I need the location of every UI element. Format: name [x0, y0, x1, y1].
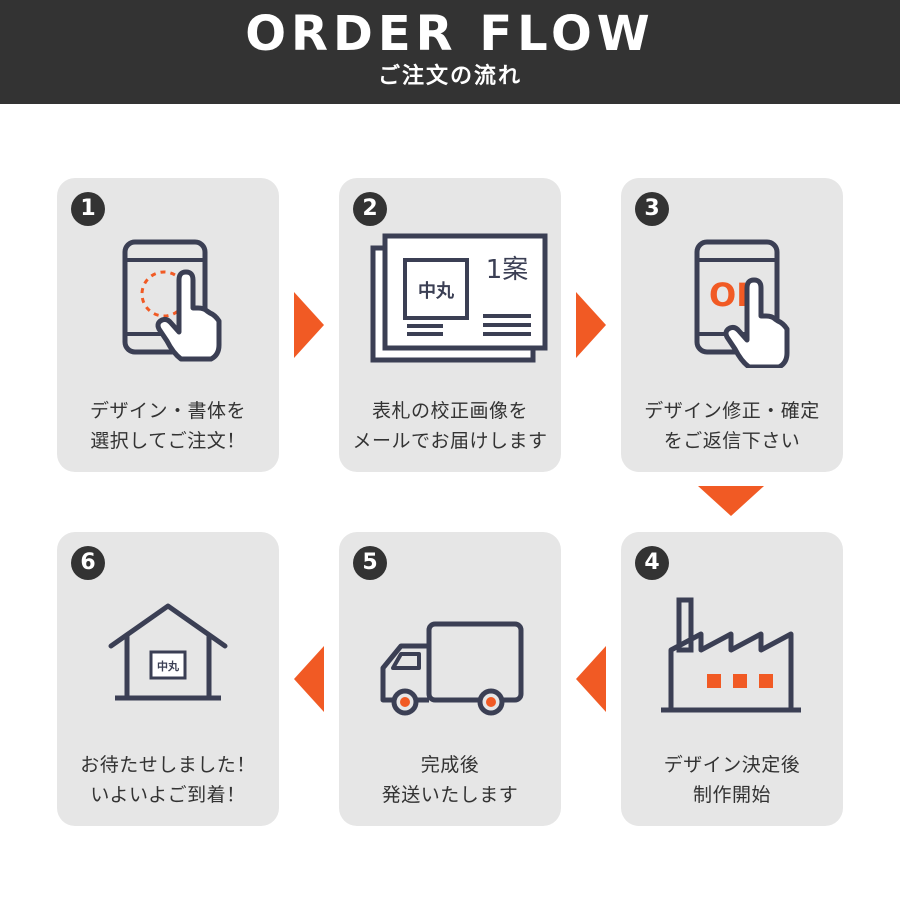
proof-tag-text: 1案 — [486, 255, 529, 285]
step-card-4: 4 デザイン決定後 制作開始 — [621, 532, 843, 826]
arrow-left-icon — [294, 646, 324, 712]
step-caption: 完成後 発送いたします — [381, 754, 519, 806]
tablet-ok-icon: OK — [694, 239, 790, 368]
step-caption: デザイン決定後 制作開始 — [663, 754, 801, 806]
step-caption: お待たせしました！ いよいよご到着！ — [80, 754, 256, 806]
step-number-badge: 6 — [71, 546, 105, 580]
truck-icon — [380, 621, 524, 716]
arrow-left-icon — [576, 646, 606, 712]
arrow-right-icon — [294, 292, 324, 358]
step-number-badge: 4 — [635, 546, 669, 580]
step-card-3: 3 OK デザイン修正・確定 をご返信下さい — [621, 178, 843, 472]
house-nameplate-icon: 中丸 — [108, 603, 228, 701]
step-number-badge: 5 — [353, 546, 387, 580]
step-caption: デザイン修正・確定 をご返信下さい — [644, 400, 820, 452]
step-card-6: 6 中丸 お待たせしました！ いよいよご到着！ — [57, 532, 279, 826]
arrow-down-icon — [698, 486, 764, 516]
proof-name-text: 中丸 — [418, 280, 455, 302]
page-title: ORDER FLOW — [245, 6, 655, 62]
house-plate-text: 中丸 — [157, 659, 180, 673]
step-caption: 表札の校正画像を メールでお届けします — [352, 400, 548, 452]
step-card-2: 2 中丸 1案 表札の校正画像を メールでお届けします — [339, 178, 561, 472]
factory-icon — [661, 597, 801, 713]
step-caption: デザイン・書体を 選択してご注文！ — [89, 400, 246, 452]
step-card-5: 5 完成後 発送いたします — [339, 532, 561, 826]
step-card-1: 1 デザイン・書体を 選択してご注文！ — [57, 178, 279, 472]
arrow-right-icon — [576, 292, 606, 358]
page-subtitle: ご注文の流れ — [377, 64, 522, 89]
tablet-tap-icon — [122, 239, 222, 362]
step-number-badge: 2 — [353, 192, 387, 226]
step-number-badge: 1 — [71, 192, 105, 226]
step-number-badge: 3 — [635, 192, 669, 226]
proof-document-icon: 中丸 1案 — [370, 233, 548, 363]
page-header: ORDER FLOW ご注文の流れ — [0, 0, 900, 104]
